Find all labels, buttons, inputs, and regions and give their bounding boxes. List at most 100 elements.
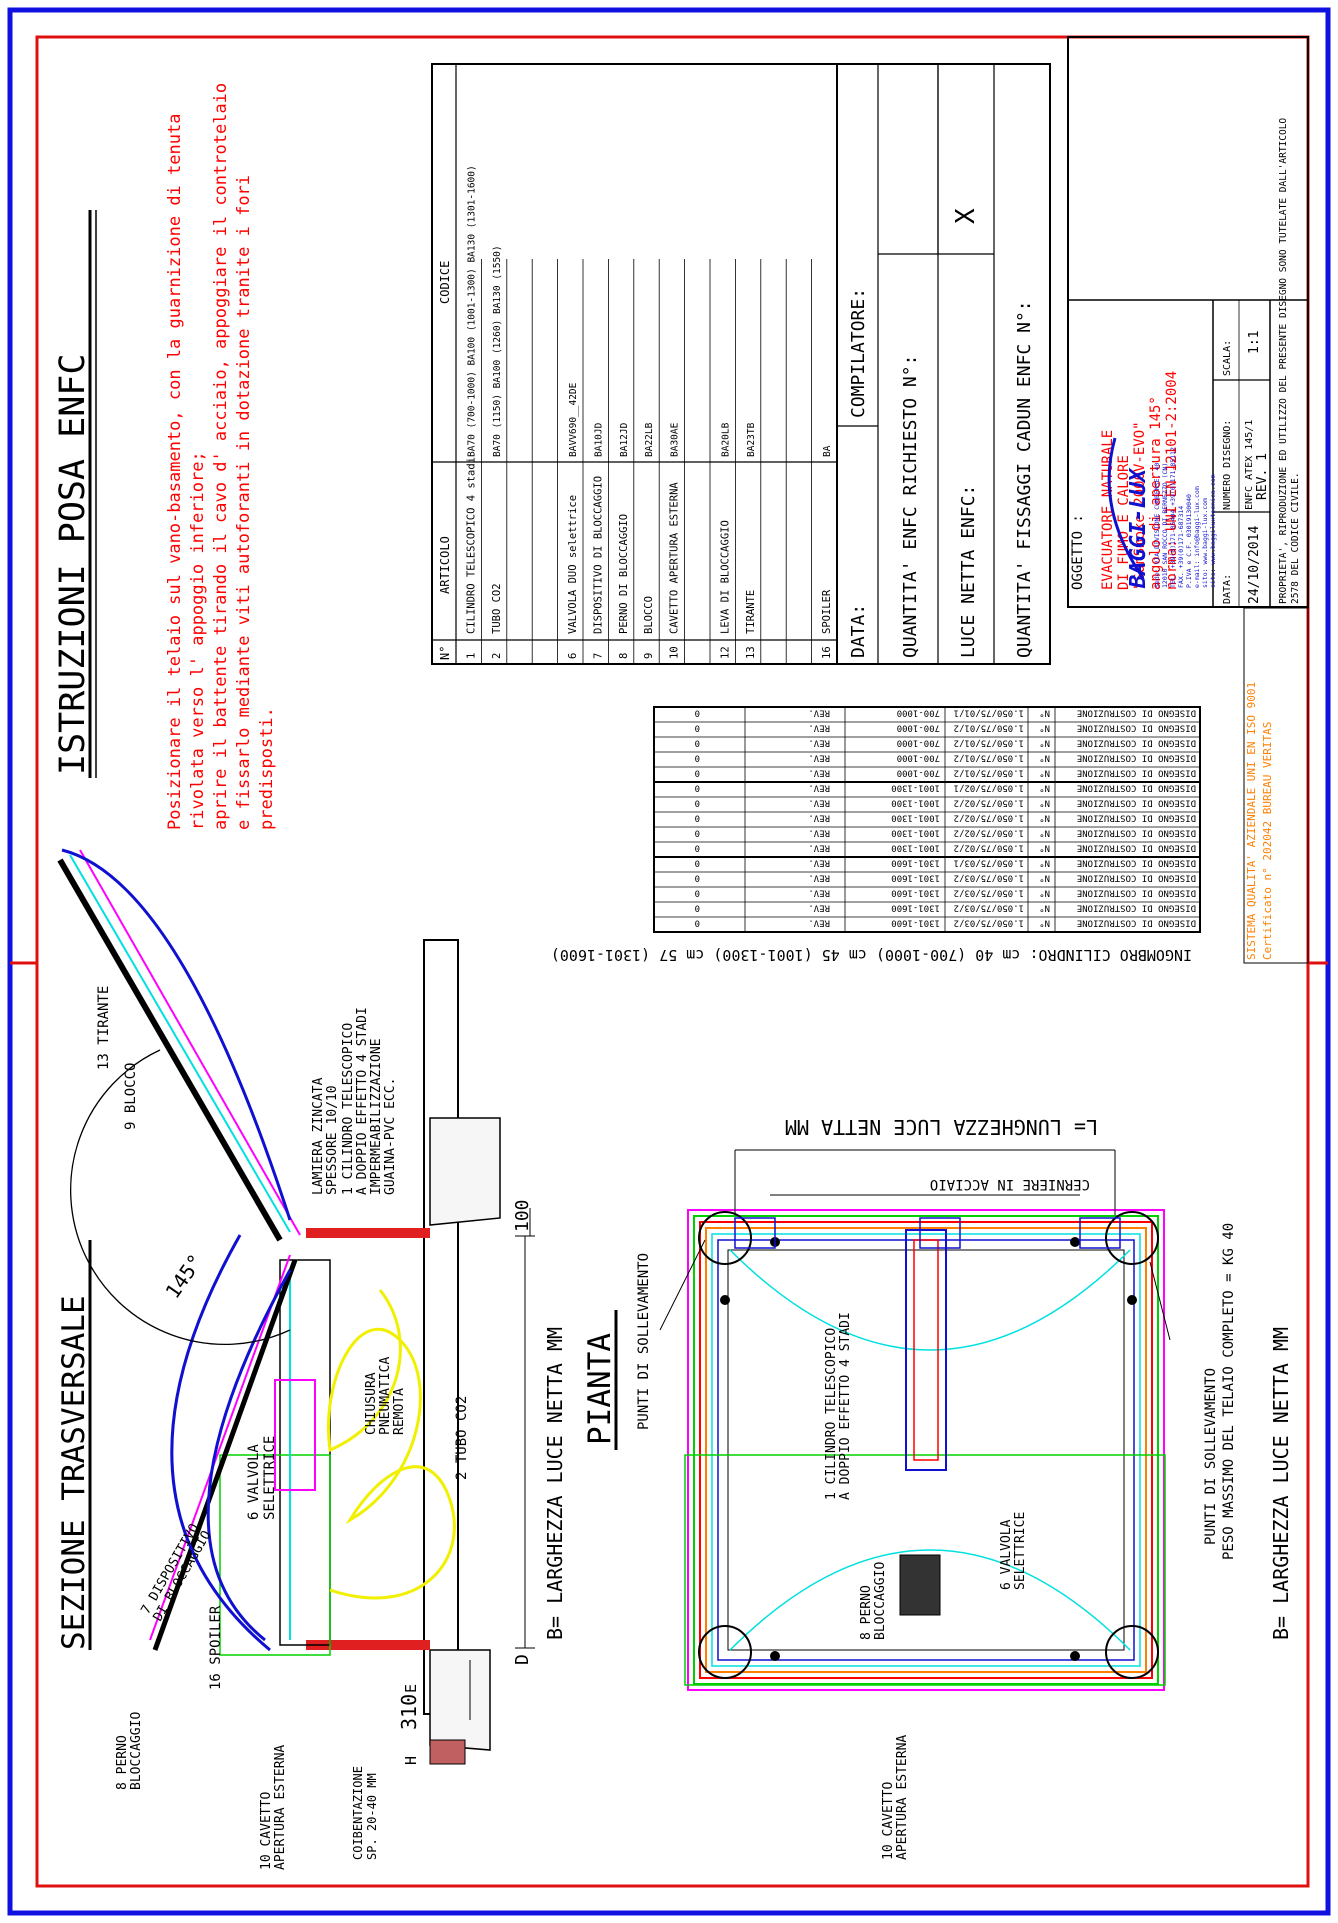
dwg-cell-label: DISEGNO DI COSTRUZIONE <box>1077 708 1196 718</box>
bolt-5 <box>720 1295 730 1305</box>
dwg-cell-n: N° <box>1039 813 1050 823</box>
insulation <box>429 1739 466 1765</box>
table-cell-n: 6 <box>567 653 579 659</box>
dwg-cell-val: 0 <box>695 918 700 928</box>
cable-arc-2 <box>170 1234 271 1652</box>
quality-box <box>1243 607 1309 964</box>
dwg-cell-n: N° <box>1039 798 1050 808</box>
logo-text: BAGGI-LUX <box>1126 467 1151 589</box>
dwg-cell-val: 0 <box>695 723 700 733</box>
callout-impermeab-2: GUAINA-PVC ECC. <box>383 1078 398 1195</box>
dwg-cell-label: DISEGNO DI COSTRUZIONE <box>1077 888 1196 898</box>
dwg-cell-rev: REV. <box>808 918 830 928</box>
plan-larghezza: B= LARGHEZZA LUCE NETTA MM <box>1269 1327 1293 1640</box>
dwg-cell-val: 0 <box>695 903 700 913</box>
table-cell-articolo: VALVOLA DUO selettrice <box>567 495 579 634</box>
data-label: DATA: <box>1222 574 1233 604</box>
dwg-cell-code: 1.050/75/01/2 <box>954 753 1024 763</box>
co2-tube <box>327 1289 456 1600</box>
table-header-articolo: ARTICOLO <box>438 536 452 594</box>
dwg-cell-label: DISEGNO DI COSTRUZIONE <box>1077 798 1196 808</box>
dwg-cell-range: 1301-1600 <box>891 858 940 868</box>
table-cell-n: 10 <box>669 646 681 659</box>
dim-h: H <box>402 1756 420 1765</box>
dwg-cell-code: 1.050/75/03/2 <box>954 918 1024 928</box>
dwg-cell-code: 1.050/75/01/2 <box>954 738 1024 748</box>
oggetto-line-5: norma: UNI EN 12101-2:2004 <box>1164 371 1180 590</box>
address-line-3: TEL. +39(0)171-85404 +39(0)171-85112 <box>1169 447 1177 588</box>
oggetto-line-4: angolo di apertura 145° <box>1148 396 1164 590</box>
dwg-cell-n: N° <box>1039 768 1050 778</box>
section-view: SEZIONE TRASVERSALE <box>56 848 567 1870</box>
lift-point-tr <box>698 1625 752 1679</box>
dwg-cell-code: 1.050/75/02/2 <box>954 798 1024 808</box>
callout-cavetto-2: APERTURA ESTERNA <box>273 1745 288 1870</box>
plan-punti-1: PUNTI DI SOLLEVAMENTO <box>636 1253 652 1430</box>
callout-lamiera-1: LAMIERA ZINCATA <box>311 1077 326 1195</box>
hinge-3 <box>1079 1217 1121 1249</box>
dwg-cell-val: 0 <box>695 798 700 808</box>
dwg-cell-rev: REV. <box>808 723 830 733</box>
dwg-cell-rev: REV. <box>808 888 830 898</box>
concrete-base-right <box>429 1117 501 1226</box>
hinge-1 <box>734 1217 776 1249</box>
dwg-cell-label: DISEGNO DI COSTRUZIONE <box>1077 918 1196 928</box>
bolt-6 <box>1127 1295 1137 1305</box>
dim-e: E <box>402 1684 420 1693</box>
table-cell-n: 16 <box>821 646 833 659</box>
plan-cilindro-1: 1 CILINDRO TELESCOPICO <box>824 1328 839 1500</box>
instruction-line-3: aprire il battente tirando il cavo d' ac… <box>211 83 231 830</box>
scala-value: 1:1 <box>1247 331 1262 354</box>
callout-angle: 145° <box>160 1250 207 1303</box>
dwg-cell-range: 1001-1300 <box>891 783 940 793</box>
plan-perno-1: 8 PERNO <box>859 1585 874 1640</box>
dwg-cell-rev: REV. <box>808 903 830 913</box>
section-width-label: B= LARGHEZZA LUCE NETTA MM <box>543 1327 567 1640</box>
dwg-cell-label: DISEGNO DI COSTRUZIONE <box>1077 768 1196 778</box>
address-line-2: 12010 SAN ROCCO DI BERNEZZO (CN) <box>1161 463 1169 588</box>
callout-cavetto-1: 10 CAVETTO <box>259 1792 274 1870</box>
dwg-cell-range: 1301-1600 <box>891 918 940 928</box>
dwg-cell-range: 700-1000 <box>897 723 940 733</box>
table-cell-codice: BA12JD <box>619 422 630 457</box>
dwg-cell-n: N° <box>1039 918 1050 928</box>
dwg-cell-val: 0 <box>695 813 700 823</box>
plan-cavetto-1: 10 CAVETTO <box>881 1782 896 1860</box>
table-header-n: N° <box>438 646 452 660</box>
lid-other-magenta <box>149 1254 291 1641</box>
proprieta-line-1: PROPRIETA', RIPRODUZIONE ED UTILIZZO DEL… <box>1278 118 1289 604</box>
title-block: OGGETTO : EVACUATORE NATURALE DI FUMO E … <box>1067 36 1309 964</box>
table-cell-articolo: TUBO CO2 <box>491 583 503 634</box>
callout-impermeab-1: IMPERMEABILIZZAZIONE <box>369 1038 384 1195</box>
frame-body <box>279 1259 331 1646</box>
hinge-2 <box>919 1217 961 1249</box>
plan-perno-2: BLOCCAGGIO <box>873 1562 888 1640</box>
company-logo: BAGGI-LUX Sede: VIA DIVISIONE CUNEENSE, … <box>1107 437 1217 589</box>
plan-frame-green <box>693 1215 1159 1685</box>
dwg-cell-label: DISEGNO DI COSTRUZIONE <box>1077 738 1196 748</box>
table-cell-articolo: PERNO DI BLOCCAGGIO <box>618 514 630 634</box>
table-cell-articolo: CILINDRO TELESCOPICO 4 stadi <box>465 457 477 634</box>
table-cell-codice: BAVV690__42DE <box>568 382 579 457</box>
ingombro-text: INGOMBRO CILINDRO: cm 40 (700-1000) cm 4… <box>551 946 1192 964</box>
dwg-cell-n: N° <box>1039 828 1050 838</box>
table-cell-articolo: BLOCCO <box>643 596 655 634</box>
dwg-cell-code: 1.050/75/03/1 <box>954 858 1024 868</box>
dwg-cell-range: 700-1000 <box>897 768 940 778</box>
dwg-cell-val: 0 <box>695 888 700 898</box>
table-quantita-fissaggi: QUANTITA' FISSAGGI CADUN ENFC N°: <box>1014 300 1035 658</box>
table-cell-codice: BA70 (1150) BA100 (1260) BA130 (1550) <box>492 245 503 457</box>
dwg-cell-label: DISEGNO DI COSTRUZIONE <box>1077 873 1196 883</box>
dwg-cell-code: 1.050/75/03/2 <box>954 873 1024 883</box>
table-cell-n: 2 <box>491 653 503 659</box>
instruction-line-1: Posizionare il telaio sul vano-basamento… <box>165 114 185 830</box>
leader-punti-2 <box>1149 1261 1171 1341</box>
proprieta-line-2: 2578 DEL CODICE CIVILE. <box>1290 472 1301 604</box>
rev-value: REV. 1 <box>1255 453 1270 500</box>
plan-frame-inner <box>727 1249 1125 1651</box>
lift-point-tl <box>698 1211 752 1265</box>
dwg-cell-n: N° <box>1039 708 1050 718</box>
dwg-cell-code: 1.050/75/01/1 <box>954 708 1024 718</box>
lid-open-cyan <box>69 854 291 1233</box>
